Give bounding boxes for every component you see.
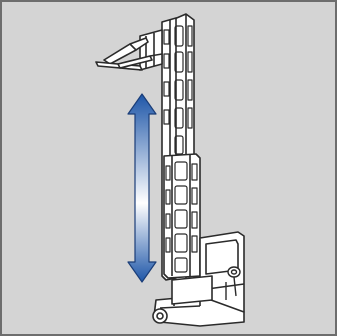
steering-wheel-icon bbox=[225, 266, 241, 300]
operator-cab-icon bbox=[152, 231, 245, 327]
fork-carriage-icon bbox=[95, 29, 163, 71]
forklift-mast-icon bbox=[161, 13, 201, 283]
double-arrow-icon bbox=[127, 93, 157, 283]
